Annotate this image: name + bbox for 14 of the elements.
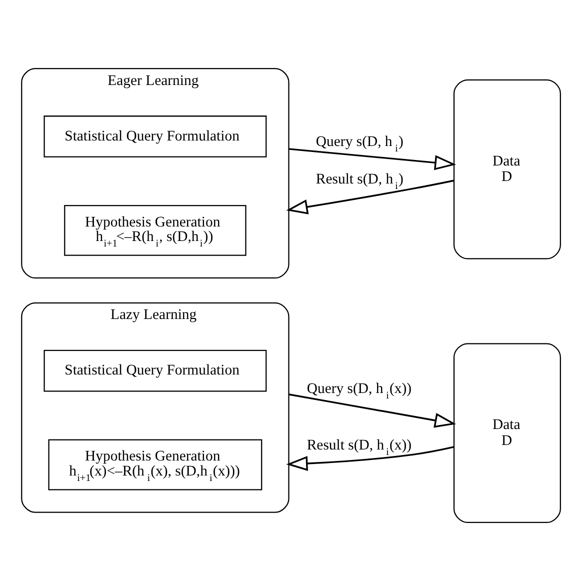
node-box: Hypothesis Generation h$_{i+1}$(x)<–R(h$_{i}$(x), s(D,h$_{i}$(x))) [48,438,262,490]
node-box: Statistical Query Formulation [44,115,267,157]
arrow [288,393,456,428]
edge-label: Query s(D, h$_{i}$) [316,134,404,154]
arrow [286,446,454,471]
node-box: Data D [453,342,561,523]
node-box: Data D [453,78,561,259]
edge-label: Result s(D, h$_{i}$) [316,170,404,192]
arrow [288,148,456,170]
edge-label: Result s(D, h$_{i}$(x)) [306,436,412,458]
node-box: Hypothesis Generation h$_{i+1}$<–R(h$_{i}$, s(D,h$_{i}$)) [64,204,246,256]
arrow [286,179,454,214]
edge-label: Query s(D, h$_{i}$(x)) [306,380,412,401]
node-box: Statistical Query Formulation [44,349,267,392]
